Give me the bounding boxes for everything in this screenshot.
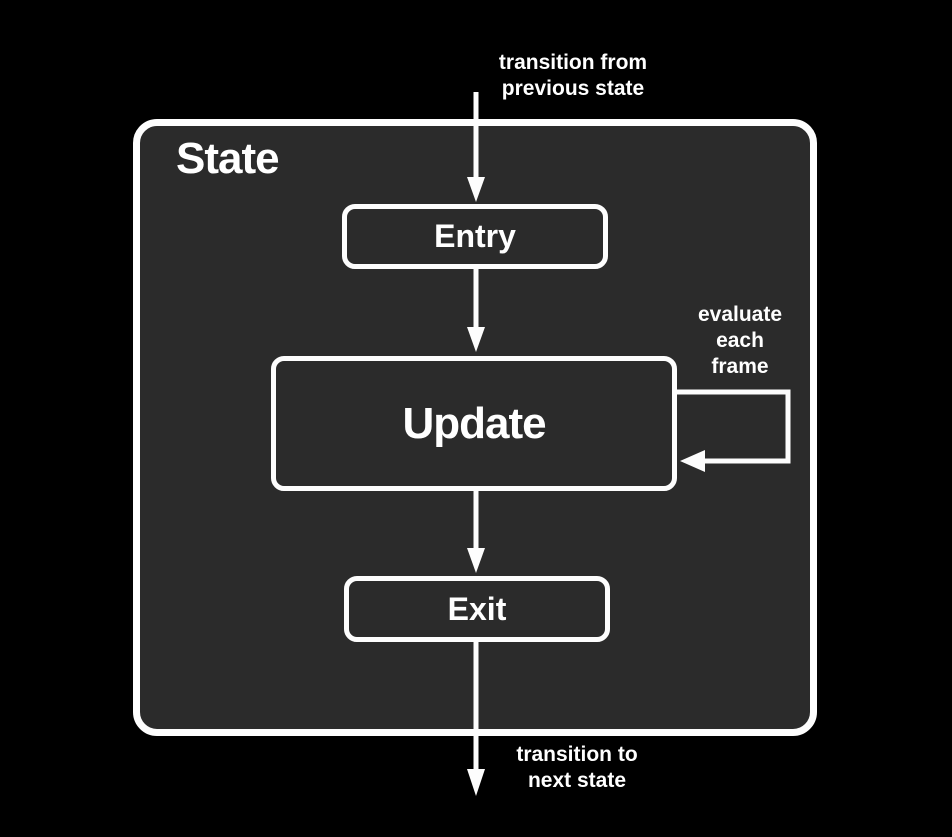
node-exit: Exit <box>344 576 610 642</box>
annotation-outgoing-transition: transition to next state <box>516 743 638 792</box>
annotation-incoming-transition: transition from previous state <box>498 51 648 100</box>
node-entry: Entry <box>342 204 608 269</box>
state-title: State <box>176 134 280 183</box>
node-update-label: Update <box>402 398 546 448</box>
node-exit-label: Exit <box>447 590 507 627</box>
node-update: Update <box>271 356 677 491</box>
node-entry-label: Entry <box>434 218 516 254</box>
annotation-evaluate-each-frame: evaluate each frame <box>697 303 783 378</box>
